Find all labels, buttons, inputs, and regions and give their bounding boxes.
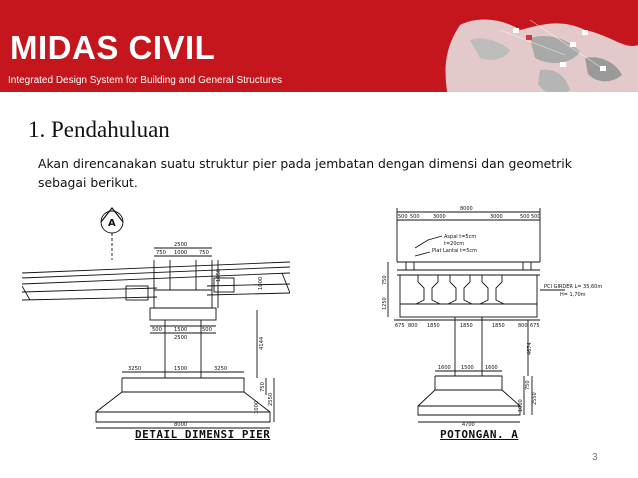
dim-top-500-b: 500 [410,214,420,220]
section-a-caption: POTONGAN. A [440,428,519,441]
dim-bot-1850-a: 1850 [427,323,440,329]
dim-top-500-d: 500 [531,214,541,220]
dim-top-3000-b: 3000 [490,214,503,220]
dim-top-total: 8000 [460,206,473,212]
dim-foot-1600-b: 1600 [485,365,498,371]
dim-foot-total-h: 2550 [268,393,274,406]
note-slab: Plat Lantai t=5cm [432,248,477,254]
dim-foot-2550: 2550 [532,392,538,405]
dim-foot-left: 3250 [128,366,141,372]
dim-cap-height: 1250 [216,269,222,282]
dim-foot-h1: 750 [260,382,266,392]
dim-cap-side-right: 750 [199,250,209,256]
dim-foot-1600-a: 1600 [438,365,451,371]
dim-foot-1500: 1500 [461,365,474,371]
dim-top-3000-a: 3000 [433,214,446,220]
dim-foot-h2: 1000 [254,401,260,414]
dim-foot-mid: 1500 [174,366,187,372]
dim-bot-675-b: 675 [530,323,540,329]
pier-detail-drawing: A 2500 750 1000 750 1250 1000 500 1500 5… [22,207,290,429]
dim-beam-height: 1000 [258,277,264,290]
world-map-graphic-icon [445,19,638,92]
dim-foot-right: 3250 [214,366,227,372]
dim-column-height: 4144 [259,336,265,350]
brand-logo: MIDAS CIVIL [10,29,216,66]
note-asphalt: Aspal t=5cm [444,234,476,240]
dim-lower-right: 500 [202,327,212,333]
dim-bot-1850-c: 1850 [492,323,505,329]
dim-column-h: 4674 [527,342,533,355]
page-number: 3 [592,452,598,463]
brand-tagline: Integrated Design System for Building an… [8,75,283,86]
dim-left-h2: 1250 [382,297,388,310]
dim-top-500-c: 500 [520,214,530,220]
label-girder-height: H= 1,70m [560,292,586,298]
dim-cap-width: 2500 [174,242,187,248]
dim-cap-mid: 1000 [174,250,187,256]
dim-bot-800: 800 [408,323,418,329]
pier-detail-caption: DETAIL DIMENSI PIER [135,428,271,441]
slide-header: MIDAS CIVIL Integrated Design System for… [0,0,638,92]
dim-cap-side-left: 750 [156,250,166,256]
label-pci-girder: PCI GIRDER L= 35,60m [544,284,602,290]
section-a-drawing: 8000 500 500 3000 3000 500 500 Aspal t=5… [382,206,602,428]
section-marker-label: A [108,218,116,229]
dim-foot-width: 4700 [462,422,475,428]
dim-foot-1000: 1000 [518,399,524,412]
dim-bot-1850-b: 1850 [460,323,473,329]
note-deck: t=20cm [444,241,464,247]
dim-foot-750: 750 [525,380,531,390]
dim-lower-left: 500 [152,327,162,333]
dim-lower-width: 2500 [174,335,187,341]
dim-left-h1: 750 [382,275,388,285]
dim-bot-675-a: 675 [395,323,405,329]
slide-title: 1. Pendahuluan [28,117,170,142]
dim-foot-width: 8000 [174,422,187,428]
dim-lower-mid: 1500 [174,327,187,333]
slide-body-text: Akan direncanakan suatu struktur pier pa… [38,156,572,190]
dim-top-500-a: 500 [398,214,408,220]
dim-bot-800-b: 800 [518,323,528,329]
